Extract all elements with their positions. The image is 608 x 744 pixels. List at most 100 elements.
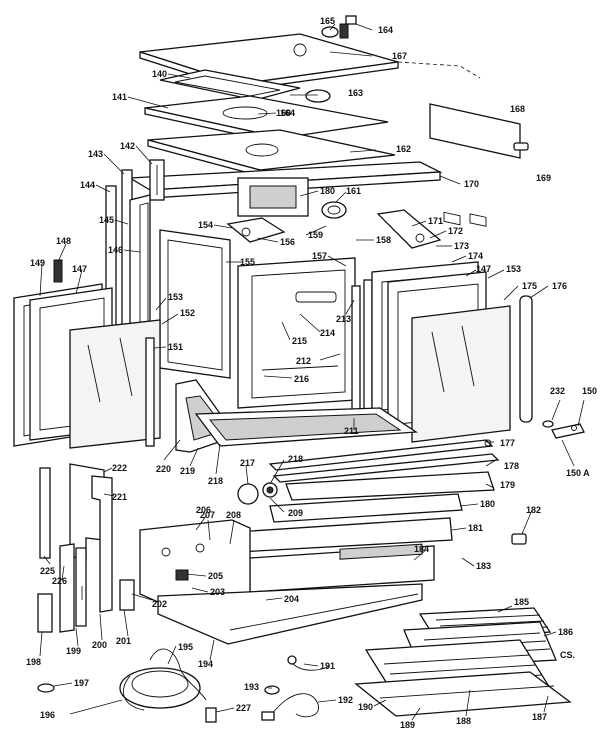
label-163: 163: [348, 88, 363, 98]
label-158: 158: [376, 235, 391, 245]
label-208: 208: [226, 510, 241, 520]
label-184: 184: [414, 544, 429, 554]
rails-177-178: [268, 439, 500, 483]
label-148: 148: [56, 236, 71, 246]
label-152: 152: [180, 308, 195, 318]
label-159: 159: [308, 230, 323, 240]
label-226: 226: [52, 576, 67, 586]
label-160: 160: [276, 108, 291, 118]
right-door-glass-175: [411, 305, 511, 443]
label-222: 222: [112, 463, 127, 473]
label-202: 202: [152, 599, 167, 609]
label-147b: 147: [476, 264, 491, 274]
label-182: 182: [526, 505, 541, 515]
valve-assembly-154: [226, 217, 286, 243]
support-rod-213: [351, 279, 373, 427]
inner-liner-155: [159, 229, 231, 379]
left-door-strip-151: [145, 337, 155, 447]
label-188: 188: [456, 716, 471, 726]
label-185: 185: [514, 597, 529, 607]
label-221: 221: [112, 492, 127, 502]
rack-187: [354, 671, 572, 717]
label-170: 170: [464, 179, 479, 189]
control-base-206: [139, 519, 251, 603]
leader-lines: [39, 23, 585, 721]
label-218: 218: [288, 454, 303, 464]
label-177: 177: [500, 438, 515, 448]
screw-232: [542, 420, 554, 428]
left-door-glass-152: [69, 319, 161, 449]
label-211: 211: [344, 426, 359, 436]
label-204: 204: [284, 594, 299, 604]
label-190: 190: [358, 702, 373, 712]
thermostat-148: [53, 259, 63, 283]
label-175: 175: [522, 281, 537, 291]
label-142: 142: [120, 141, 135, 151]
bracket-198: [37, 593, 53, 633]
label-186: 186: [558, 627, 573, 637]
label-172: 172: [448, 226, 463, 236]
label-143: 143: [88, 149, 103, 159]
label-165: 165: [320, 16, 335, 26]
label-180: 180: [320, 186, 335, 196]
label-187: 187: [532, 712, 547, 722]
side-post-142: [149, 159, 165, 201]
label-141: 141: [112, 92, 127, 102]
label-147: 147: [72, 264, 87, 274]
label-203: 203: [210, 587, 225, 597]
label-193: 193: [244, 682, 259, 692]
label-198: 198: [26, 657, 41, 667]
label-171: 171: [428, 216, 443, 226]
grommet-197: [37, 683, 55, 693]
label-206: 206: [196, 505, 211, 515]
back-panel-168: [429, 103, 521, 227]
label-220: 220: [156, 464, 171, 474]
oven-bottom-211: [194, 407, 418, 447]
label-174: 174: [468, 251, 483, 261]
label-217: 217: [240, 458, 255, 468]
label-149: 149: [30, 258, 45, 268]
sensor-193: [264, 685, 280, 695]
label-179: 179: [500, 480, 515, 490]
clip-169: [513, 142, 529, 151]
label-146: 146: [108, 245, 123, 255]
label-153: 153: [168, 292, 183, 302]
label-164b: 164: [378, 25, 393, 35]
top-frame-140: [159, 69, 301, 101]
label-153b: 153: [506, 264, 521, 274]
label-161: 161: [346, 186, 361, 196]
vent-knob-165: [321, 15, 357, 39]
label-194: 194: [198, 659, 213, 669]
label-167: 167: [392, 51, 407, 61]
label-196: 196: [40, 710, 55, 720]
label-173: 173: [454, 241, 469, 251]
label-164: 164: [280, 108, 295, 118]
label-154: 154: [198, 220, 213, 230]
label-176: 176: [552, 281, 567, 291]
wiring-harness-195: [119, 648, 207, 711]
label-232: 232: [550, 386, 565, 396]
door-seal-176: [519, 295, 533, 423]
label-199: 199: [66, 646, 81, 656]
label-209: 209: [288, 508, 303, 518]
label-219: 219: [180, 466, 195, 476]
label-180b: 180: [480, 499, 495, 509]
label-201: 201: [116, 636, 131, 646]
label-216: 216: [294, 374, 309, 384]
label-205: 205: [208, 571, 223, 581]
label-207: 207: [200, 510, 215, 520]
label-183: 183: [476, 561, 491, 571]
label-189: 189: [400, 720, 415, 730]
label-140: 140: [152, 69, 167, 79]
label-212: 212: [296, 356, 311, 366]
kick-plate-194: [157, 583, 423, 645]
label-195: 195: [178, 642, 193, 652]
label-181: 181: [468, 523, 483, 533]
label-191: 191: [320, 661, 335, 671]
label-178: 178: [504, 461, 519, 471]
label-162: 162: [396, 144, 411, 154]
label-169: 169: [536, 173, 551, 183]
part-labels: 140 141 142 143 144 145 146 147 147 148 …: [26, 16, 597, 730]
